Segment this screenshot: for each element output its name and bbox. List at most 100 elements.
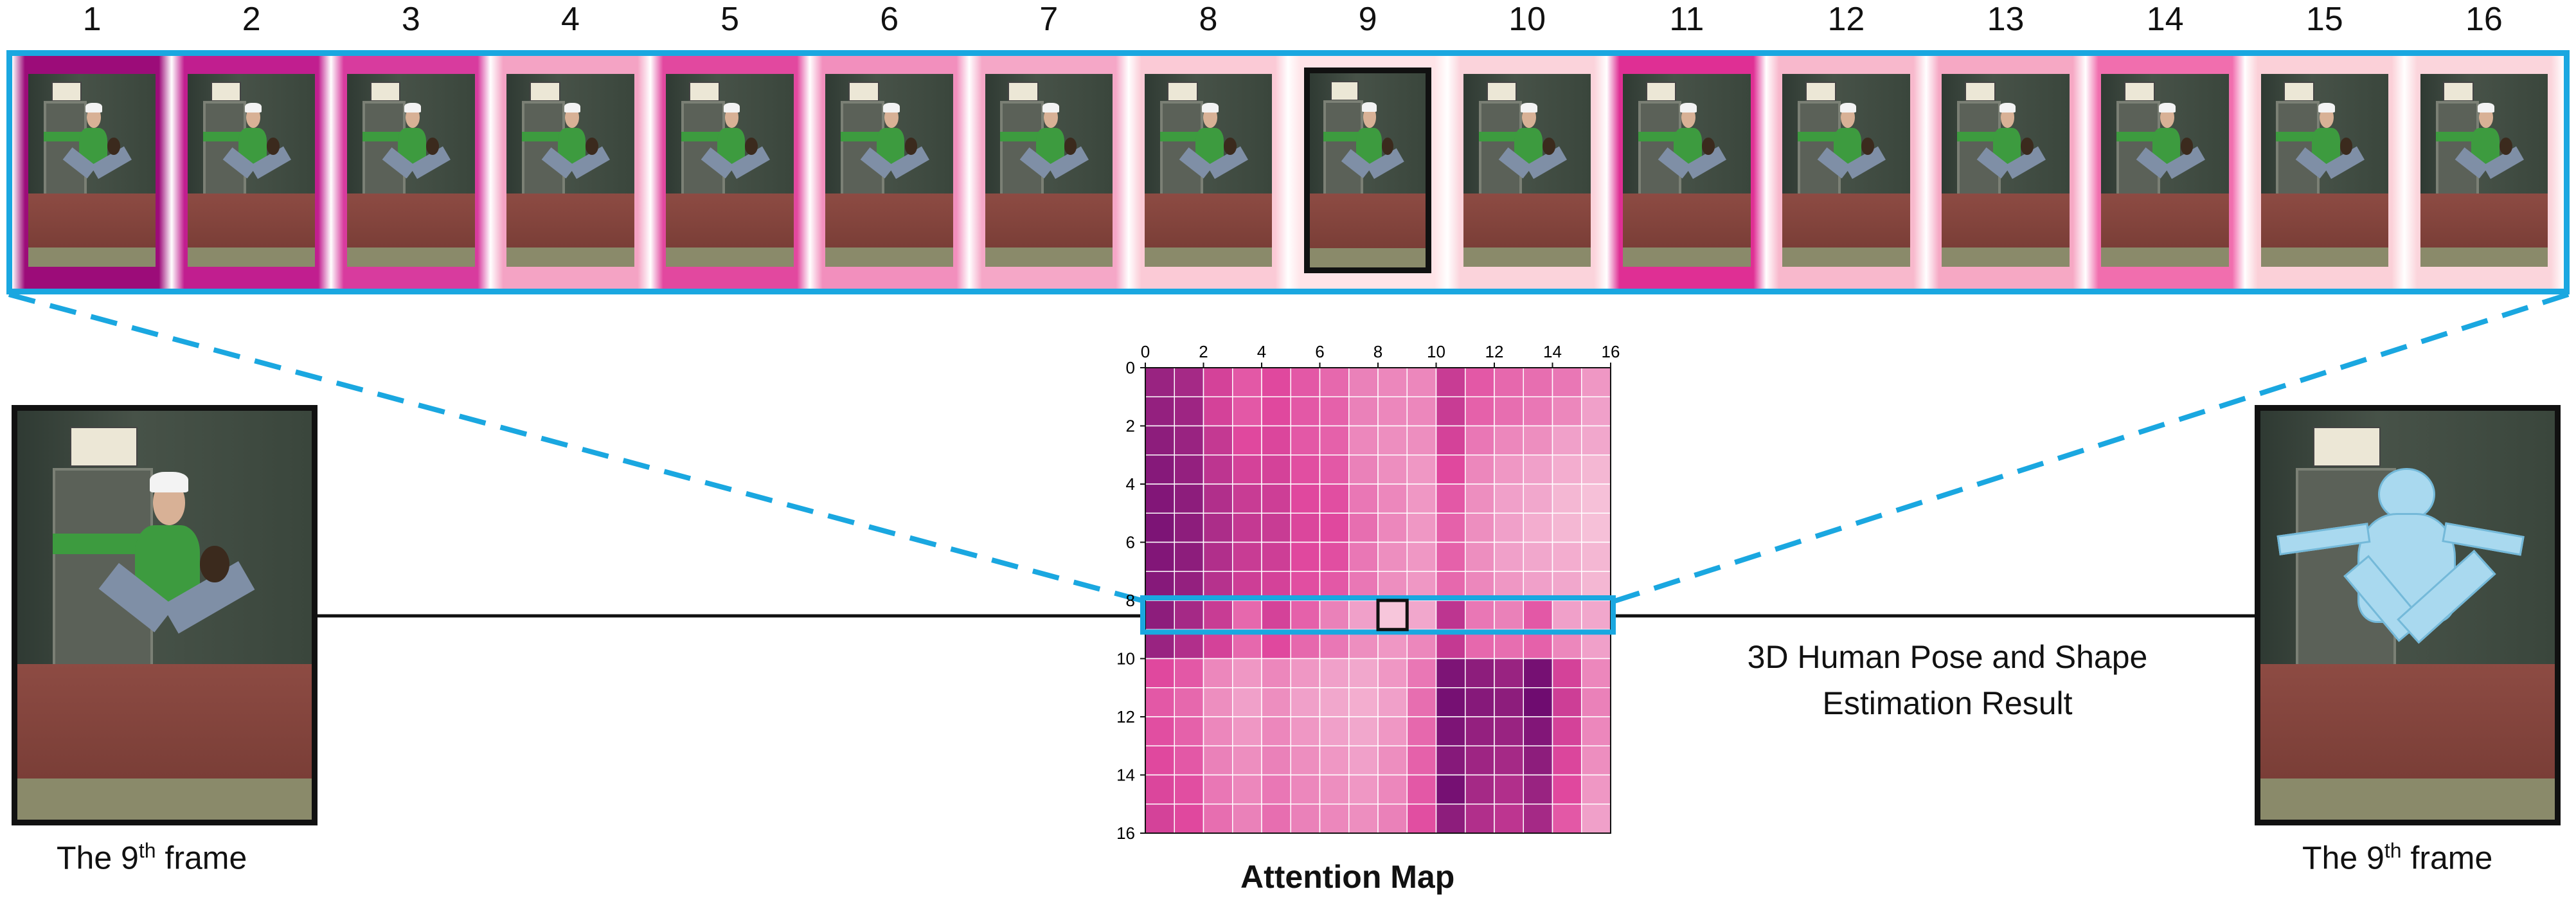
heatmap-cell — [1435, 512, 1466, 543]
x-tick-label: 12 — [1485, 342, 1504, 361]
y-tick-label: 4 — [1126, 474, 1135, 494]
heatmap-cell — [1261, 396, 1291, 427]
heatmap-cell — [1261, 658, 1291, 688]
heatmap-cell — [1348, 600, 1379, 630]
heatmap-cell — [1494, 425, 1524, 456]
heatmap-cell — [1290, 455, 1321, 485]
heatmap-cell — [1145, 716, 1175, 746]
right-caption-sup: th — [2384, 839, 2402, 862]
heatmap-cell — [1290, 687, 1321, 717]
frame-thumbnail — [1144, 74, 1273, 267]
frame-thumbnail — [985, 74, 1113, 267]
heatmap-cell — [1174, 716, 1204, 746]
left-caption-sup: th — [138, 839, 156, 862]
y-tick-label: 6 — [1126, 533, 1135, 552]
heatmap-cell — [1465, 512, 1495, 543]
frame-cell-4 — [490, 56, 650, 289]
heatmap-cell — [1348, 658, 1379, 688]
frame-number-5: 5 — [720, 1, 740, 38]
heatmap-cell — [1523, 600, 1553, 630]
heatmap-cell — [1145, 425, 1175, 456]
frame-thumbnail — [2420, 74, 2548, 267]
heatmap-cell — [1348, 804, 1379, 834]
heatmap-cell — [1319, 425, 1350, 456]
heatmap-cell — [1465, 745, 1495, 776]
heatmap-cell — [1465, 455, 1495, 485]
x-tick-label: 0 — [1141, 342, 1150, 361]
heatmap-cell — [1203, 425, 1233, 456]
heatmap-cell — [1494, 687, 1524, 717]
left-caption: The 9th frame — [57, 839, 247, 877]
heatmap-cell — [1523, 425, 1553, 456]
heatmap-cell — [1232, 367, 1262, 397]
heatmap-cell — [1581, 483, 1611, 514]
heatmap-cell — [1290, 716, 1321, 746]
heatmap-cell — [1435, 455, 1466, 485]
y-tick-label: 14 — [1116, 766, 1135, 785]
heatmap-cell — [1435, 745, 1466, 776]
heatmap-cell — [1232, 455, 1262, 485]
heatmap-cell — [1145, 804, 1175, 834]
dashed-connector-left — [8, 292, 1145, 604]
heatmap-cell — [1377, 396, 1408, 427]
heatmap-cell — [1581, 745, 1611, 776]
heatmap-cell — [1465, 804, 1495, 834]
heatmap-cell — [1232, 483, 1262, 514]
heatmap-cell — [1290, 541, 1321, 572]
heatmap-cell — [1523, 396, 1553, 427]
heatmap-cell — [1552, 425, 1582, 456]
heatmap-cell — [1319, 687, 1350, 717]
heatmap-cell — [1377, 658, 1408, 688]
heatmap-cell — [1261, 425, 1291, 456]
x-tick-label: 6 — [1315, 342, 1324, 361]
exit-sign-icon — [2313, 427, 2381, 467]
heatmap-cell — [1552, 541, 1582, 572]
heatmap-cell — [1552, 600, 1582, 630]
heatmap-cell — [1523, 483, 1553, 514]
heatmap-cell — [1494, 541, 1524, 572]
heatmap-cell — [1581, 600, 1611, 630]
frame-number-15: 15 — [2305, 1, 2343, 38]
heatmap-cell — [1406, 745, 1437, 776]
heatmap-cell — [1319, 396, 1350, 427]
heatmap-cell — [1523, 455, 1553, 485]
heatmap-cell — [1377, 716, 1408, 746]
heatmap-cell — [1290, 425, 1321, 456]
heatmap-cell — [1203, 512, 1233, 543]
heatmap-cell — [1261, 600, 1291, 630]
heatmap-cell — [1494, 367, 1524, 397]
heatmap-cell — [1494, 396, 1524, 427]
frame-number-13: 13 — [1987, 1, 2025, 38]
heatmap-cell — [1232, 687, 1262, 717]
result-label-line2: Estimation Result — [1822, 685, 2073, 721]
heatmap-cell — [1523, 716, 1553, 746]
heatmap-cell — [1174, 745, 1204, 776]
heatmap-cell — [1319, 512, 1350, 543]
heatmap-cell — [1174, 600, 1204, 630]
result-label: 3D Human Pose and Shape Estimation Resul… — [1703, 634, 2192, 726]
heatmap-cell — [1261, 512, 1291, 543]
heatmap-cell — [1465, 396, 1495, 427]
heatmap-cell — [1581, 716, 1611, 746]
frame-cell-8 — [1128, 56, 1288, 289]
heatmap-cell — [1145, 541, 1175, 572]
heatmap-cell — [1203, 483, 1233, 514]
heatmap-cell — [1232, 716, 1262, 746]
result-label-line1: 3D Human Pose and Shape — [1747, 639, 2148, 675]
x-tick-label: 4 — [1257, 342, 1266, 361]
heatmap-cell — [1319, 600, 1350, 630]
heatmap-cell — [1435, 396, 1466, 427]
heatmap-cell — [1406, 687, 1437, 717]
heatmap-cell — [1377, 600, 1408, 630]
frame-thumbnail — [1623, 74, 1751, 267]
frame-thumbnail — [1463, 74, 1591, 267]
heatmap-cell — [1290, 396, 1321, 427]
heatmap-cell — [1145, 745, 1175, 776]
heatmap-cell — [1145, 512, 1175, 543]
heatmap-cell — [1465, 425, 1495, 456]
right-caption: The 9th frame — [2302, 839, 2492, 877]
heatmap-cell — [1581, 541, 1611, 572]
heatmap-cell — [1435, 658, 1466, 688]
heatmap-cell — [1174, 483, 1204, 514]
